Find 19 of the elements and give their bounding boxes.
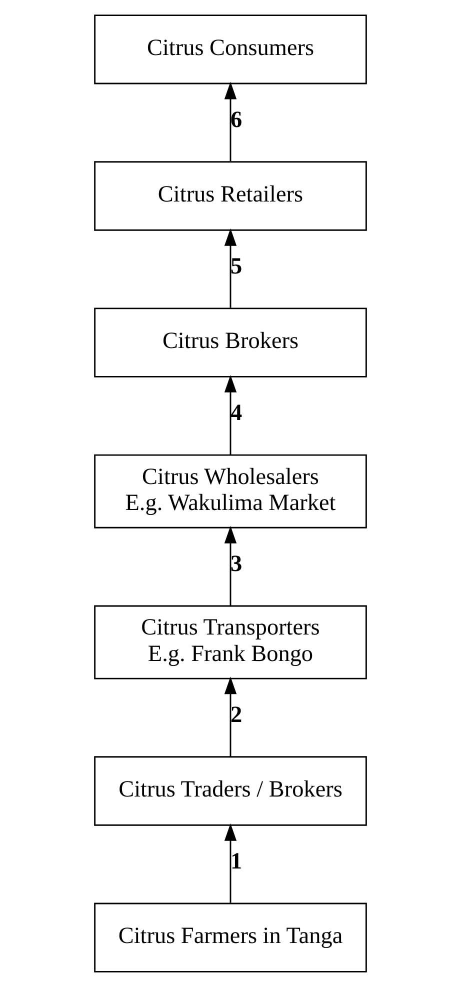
node-box: Citrus Transporters E.g. Frank Bongo — [94, 605, 366, 680]
arrow — [224, 228, 236, 308]
edge-label: 1 — [230, 848, 242, 874]
node-box: Citrus Farmers in Tanga — [94, 902, 366, 972]
edge-label: 4 — [230, 400, 242, 426]
node-box: Citrus Traders / Brokers — [94, 756, 366, 826]
edge-label: 5 — [230, 253, 242, 280]
node-box: Citrus Wholesalers E.g. Wakulima Market — [94, 454, 366, 528]
arrow — [224, 82, 236, 162]
node-box: Citrus Retailers — [94, 161, 366, 231]
node-box: Citrus Brokers — [94, 308, 366, 378]
edge-label: 3 — [230, 550, 242, 577]
node-box: Citrus Consumers — [94, 14, 366, 84]
edge-label: 2 — [230, 702, 242, 728]
arrow — [224, 526, 236, 606]
edge-label: 6 — [230, 106, 242, 133]
arrow — [224, 823, 236, 903]
arrow — [224, 676, 236, 757]
arrow — [224, 374, 236, 455]
